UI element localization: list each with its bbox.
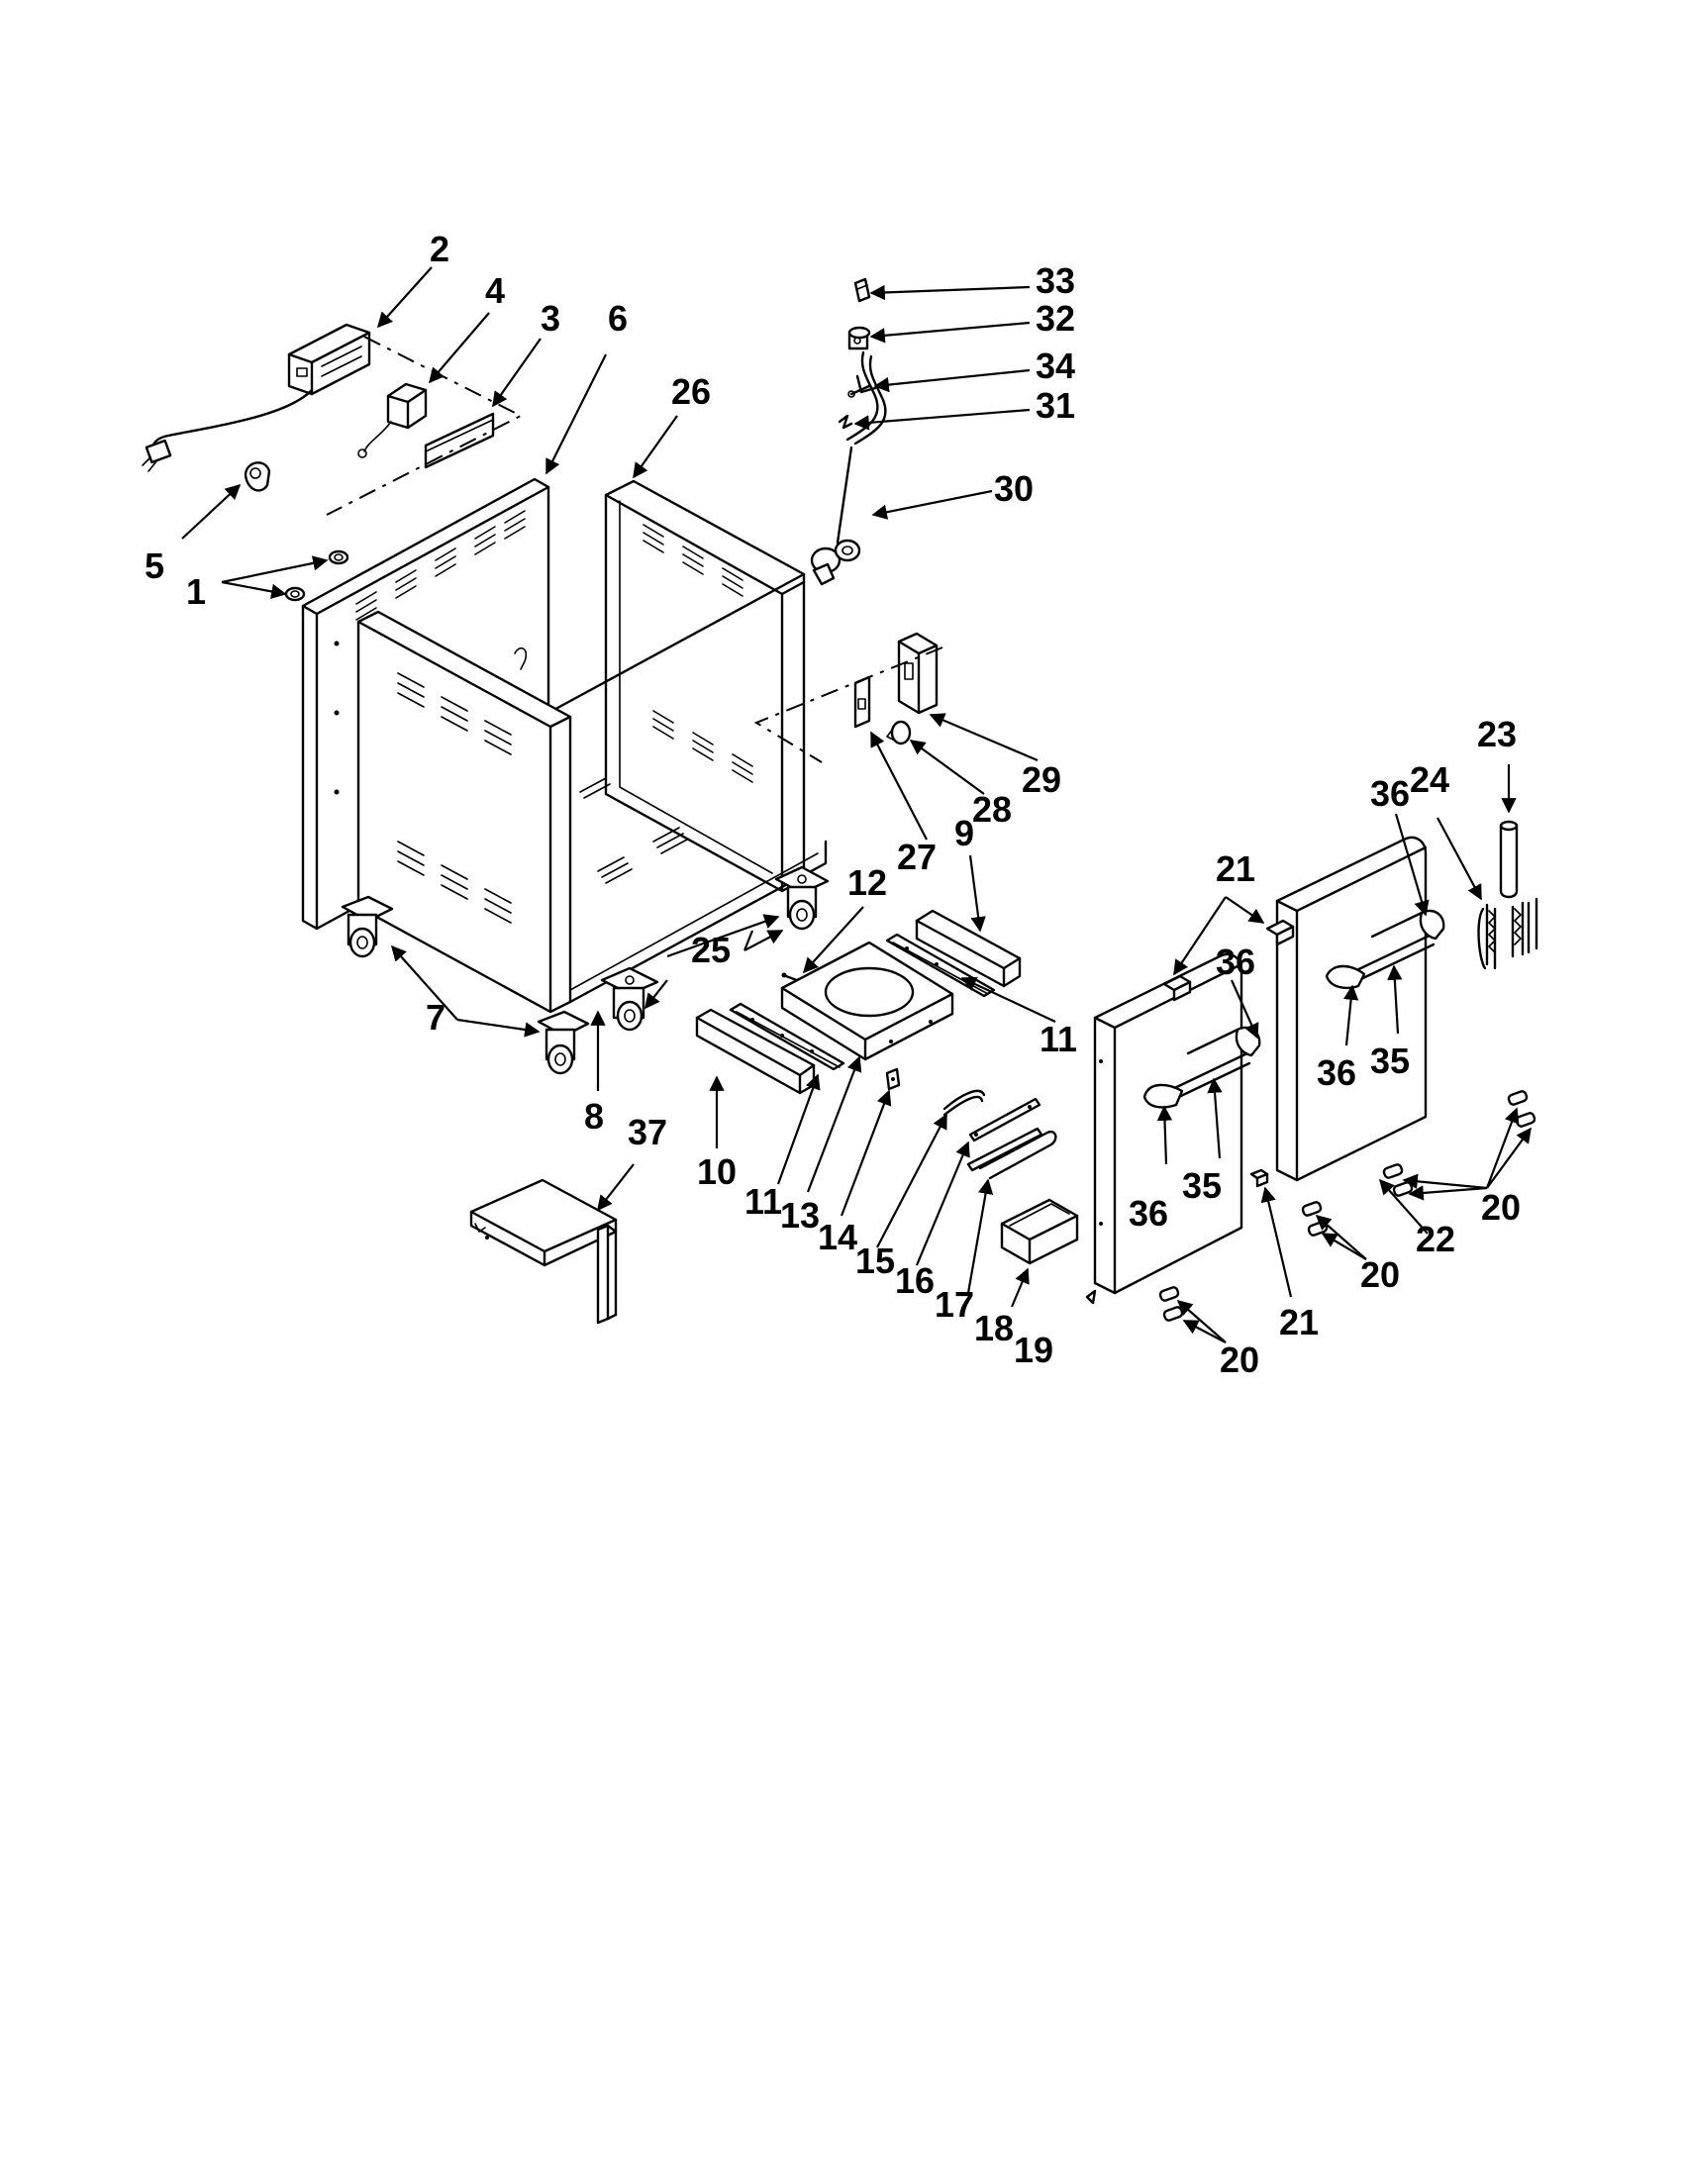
callout-31: 31 [1036, 385, 1075, 426]
callout-23: 23 [1477, 714, 1517, 754]
part-1-grommets [284, 549, 349, 602]
callout-14: 14 [818, 1217, 857, 1257]
callout-7: 7 [426, 997, 446, 1038]
callout-34: 34 [1036, 346, 1075, 386]
part-33-bracket [853, 277, 871, 303]
part-16-bracket [968, 1097, 1041, 1142]
callout-17: 17 [935, 1284, 974, 1325]
part-17-rod [966, 1127, 1057, 1180]
callout-21-top: 21 [1216, 848, 1255, 889]
callout-20-middle: 20 [1360, 1254, 1400, 1295]
callout-4: 4 [485, 270, 505, 311]
part-14-clip [885, 1067, 901, 1091]
part-15-bar [942, 1089, 986, 1117]
callout-15: 15 [855, 1241, 895, 1281]
part-30-regulator-hose [810, 350, 887, 586]
callout-6: 6 [608, 298, 628, 339]
part-37-side-shelf [469, 1178, 618, 1325]
callout-labels: 2 4 3 6 26 5 1 33 32 34 31 30 29 28 27 9… [145, 229, 1521, 1380]
part-22-right-door [1275, 836, 1428, 1182]
part-3-cover-plate [424, 412, 495, 469]
callout-11-right: 11 [1040, 1019, 1077, 1059]
callout-9: 9 [954, 813, 974, 853]
callout-3: 3 [541, 298, 560, 339]
part-34-fitting [847, 374, 877, 398]
callout-1: 1 [186, 571, 206, 612]
callout-26: 26 [671, 371, 711, 412]
part-20-hinge-pins [1158, 1090, 1536, 1322]
callout-5: 5 [145, 546, 164, 586]
part-25-swivel-caster-back [774, 865, 830, 931]
callout-2: 2 [430, 229, 449, 269]
cabinet-front-panel [356, 610, 828, 1014]
part-24-wire-springs [1477, 897, 1538, 970]
callout-36-c: 36 [1317, 1052, 1356, 1093]
callout-20-right: 20 [1481, 1187, 1521, 1228]
callout-36-a: 36 [1216, 942, 1255, 982]
part-29-ignition-module [897, 632, 939, 715]
part-36-handle-ends-right [1325, 909, 1445, 990]
callout-21-lower: 21 [1279, 1302, 1319, 1342]
part-2-junction-box [287, 323, 371, 396]
part-7-caster-left [341, 895, 394, 958]
part-13-tank-tray [780, 941, 954, 1061]
part-26-back-frame [546, 479, 806, 893]
callout-35-left: 35 [1182, 1165, 1222, 1206]
callout-22: 22 [1416, 1219, 1455, 1259]
callout-12: 12 [847, 862, 887, 903]
part-28-ignition-button [886, 720, 912, 745]
part-23-tube [1499, 820, 1519, 899]
part-9-rail [915, 909, 1022, 988]
callout-35-right: 35 [1370, 1041, 1410, 1081]
callout-27: 27 [897, 837, 937, 877]
part-21-magnet-upper [1265, 919, 1295, 946]
callout-36-b: 36 [1370, 773, 1410, 814]
callout-18: 18 [974, 1308, 1014, 1348]
callout-29: 29 [1022, 759, 1061, 800]
callout-19: 19 [1014, 1330, 1053, 1370]
callout-16: 16 [895, 1260, 935, 1301]
callout-32: 32 [1036, 298, 1075, 339]
assembly-line-29 [753, 646, 943, 763]
callout-30: 30 [994, 468, 1034, 509]
part-32-valve [847, 326, 871, 350]
part-31-clip [838, 414, 853, 430]
callout-33: 33 [1036, 260, 1075, 301]
part-2-power-cord [142, 388, 314, 472]
callout-10: 10 [697, 1151, 737, 1192]
leader-lines [181, 266, 1532, 1343]
part-18-drip-tray [1000, 1198, 1079, 1265]
callout-36-d: 36 [1129, 1193, 1168, 1234]
part-21-magnet-middle [1162, 974, 1192, 1002]
callout-25: 25 [691, 930, 731, 970]
part-21-magnet-lower [1249, 1168, 1269, 1188]
callout-24: 24 [1410, 759, 1449, 800]
callout-8: 8 [584, 1096, 604, 1137]
callout-13: 13 [780, 1195, 820, 1236]
part-27-ignition-bezel [853, 675, 871, 729]
left-door [1085, 952, 1243, 1305]
callout-37: 37 [628, 1112, 667, 1152]
part-11-slide-left [729, 1002, 845, 1071]
callout-11-left: 11 [744, 1181, 782, 1222]
callout-20-lower: 20 [1220, 1340, 1259, 1380]
part-4-transformer [357, 382, 428, 458]
callout-28: 28 [972, 789, 1012, 830]
part-7-caster-front [537, 1010, 590, 1075]
part-5-cord-clip [244, 461, 271, 492]
part-25-swivel-caster-front [600, 966, 659, 1032]
